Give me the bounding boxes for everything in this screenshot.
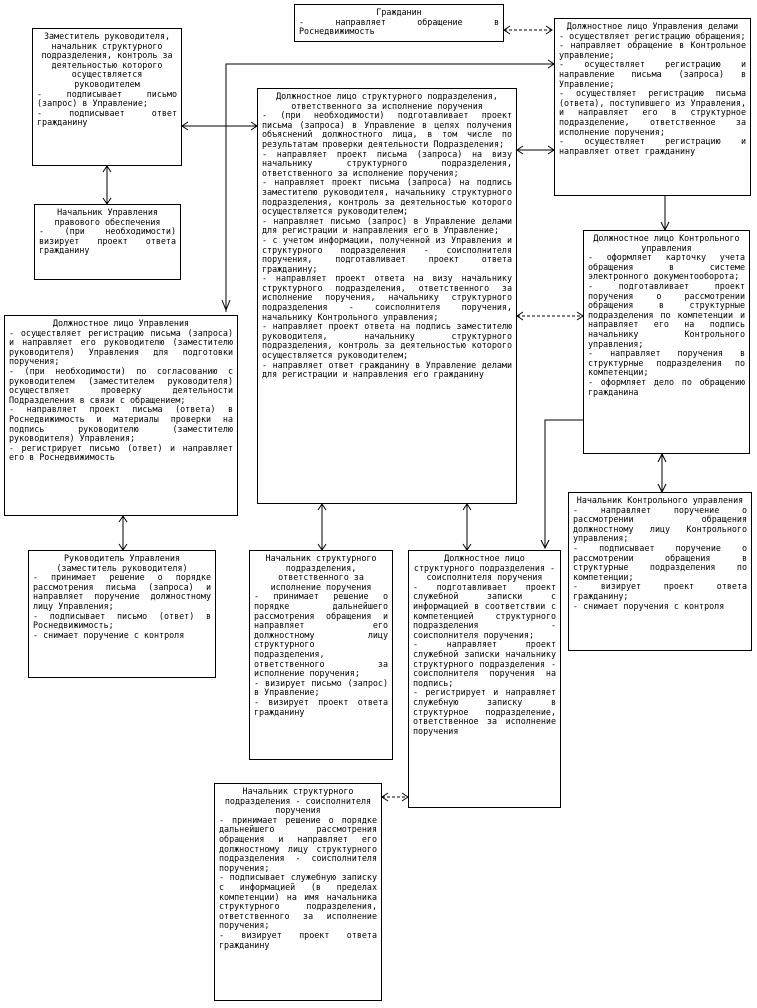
arrowhead [660,221,670,232]
node-line: - оформляет карточку учета обращения в с… [588,252,745,282]
node-deputy: Заместитель руководителя, начальник стру… [32,28,182,166]
node-line: - подписывает письмо (ответ) в Роснедвиж… [33,610,211,631]
node-title: Начальник Управления правового обеспечен… [54,207,161,227]
node-line: - принимает решение о порядке дальнейшег… [219,814,377,873]
node-co-exec: Должностное лицо структурного подразделе… [408,550,561,808]
node-sub-head: Начальник структурного подразделения, от… [249,550,393,760]
node-title: Должностное лицо Управления делами [566,21,739,31]
node-line: - направляет обращение в Роснедвижимость [299,16,499,37]
node-title: Должностное лицо Управления [52,318,190,328]
arrowhead [317,503,327,511]
node-line: - подписывает ответ гражданину [37,107,177,128]
arrowhead [102,165,112,173]
arrowhead [381,792,389,802]
node-title: Должностное лицо структурного подразделе… [413,553,556,583]
arrowhead [118,515,128,523]
node-line: - направляет проект письма (запроса) на … [262,177,512,217]
node-line: - направляет обращение в Контрольное упр… [559,40,746,60]
node-legal: Начальник Управления правового обеспечен… [34,204,181,280]
node-line: - (при необходимости) подготавливает про… [262,110,512,149]
node-line: - подписывает поручение о рассмотрении о… [573,542,747,582]
node-title: Заместитель руководителя, начальник стру… [41,31,173,89]
arrowhead [657,452,667,463]
node-line: - осуществляет регистрацию и направляет … [559,136,746,156]
node-title: Начальник структурного подразделения - с… [224,786,372,816]
node-line: - подготавливает проект служебной записк… [413,581,556,640]
node-line: - направляет проект письма (запроса) на … [262,148,512,178]
node-title: Начальник структурного подразделения, от… [265,553,377,592]
node-line: - подписывает письмо (запрос) в Управлен… [37,88,177,109]
node-line: - направляет поручения в структурные под… [588,348,745,378]
node-line: - визирует проект ответа гражданину [254,696,388,717]
node-line: - направляет проект письма (ответа) в Ро… [9,404,233,444]
arrowhead [657,483,667,494]
node-line: - принимает решение о порядке рассмотрен… [33,572,211,611]
node-line: - снимает поручение с контроля [33,629,185,640]
node-control: Должностное лицо Контрольного управления… [583,230,750,454]
node-title: Гражданин [376,7,422,17]
node-line: - направляет письмо (запрос) в Управлени… [262,215,512,236]
node-line: - осуществляет регистрацию письма (запро… [9,327,233,367]
node-line: - визирует проект ответа гражданину [219,929,377,950]
node-title: Руководитель Управления (заместитель рук… [56,553,188,573]
node-line: - направляет ответ гражданину в Управлен… [262,359,512,380]
node-line: - направляет проект служебной записки на… [413,639,556,688]
node-line: - визирует проект ответа гражданину; [573,581,747,601]
node-line: - регистрирует письмо (ответ) и направля… [9,442,233,463]
node-line: - осуществляет регистрацию обращения; [559,30,746,41]
node-line: - визирует письмо (запрос) в Управление; [254,677,388,698]
node-line: - подготавливает проект поручения о расс… [588,280,745,349]
node-title: Должностное лицо Контрольного управления [593,233,740,253]
arrowhead [545,25,553,35]
node-control-head: Начальник Контрольного управления - напр… [568,492,752,651]
node-title: Начальник Контрольного управления [576,495,744,505]
node-line: - с учетом информации, полученной из Упр… [262,234,512,274]
arrowhead [181,121,189,131]
node-citizen: Гражданин - направляет обращение в Росне… [294,4,504,42]
node-line: - осуществляет регистрацию и направление… [559,59,746,89]
node-line: - направляет проект ответа на подпись за… [262,321,512,361]
node-line: - (при необходимости) визирует проект от… [39,226,176,256]
node-affairs: Должностное лицо Управления делами - осу… [554,18,751,196]
arrowhead [503,25,511,35]
node-line: - снимает поручения с контроля [573,600,725,611]
arrowhead [516,311,524,321]
node-line: - принимает решение о порядке дальнейшег… [254,591,388,679]
node-line: - осуществляет регистрацию письма (ответ… [559,88,746,137]
arrowhead [540,539,550,550]
node-line: - подписывает служебную записку с информ… [219,872,377,931]
node-uprav: Должностное лицо Управления - осуществля… [4,315,238,516]
node-title: Должностное лицо структурного подразделе… [276,91,498,111]
node-co-head: Начальник структурного подразделения - с… [214,783,382,1001]
node-line: - (при необходимости) по согласованию с … [9,365,233,405]
node-line: - оформляет дело по обращению гражданина [588,376,745,397]
arrowhead [462,503,472,511]
node-line: - направляет проект ответа на визу начал… [262,273,512,322]
arrowhead [221,299,231,312]
node-line: - направляет поручение о рассмотрении об… [573,504,747,544]
node-uprav-head: Руководитель Управления (заместитель рук… [28,550,216,678]
arrowhead [516,145,524,155]
node-line: - регистрирует и направляет служебную за… [413,687,556,736]
node-exec: Должностное лицо структурного подразделе… [257,88,517,504]
